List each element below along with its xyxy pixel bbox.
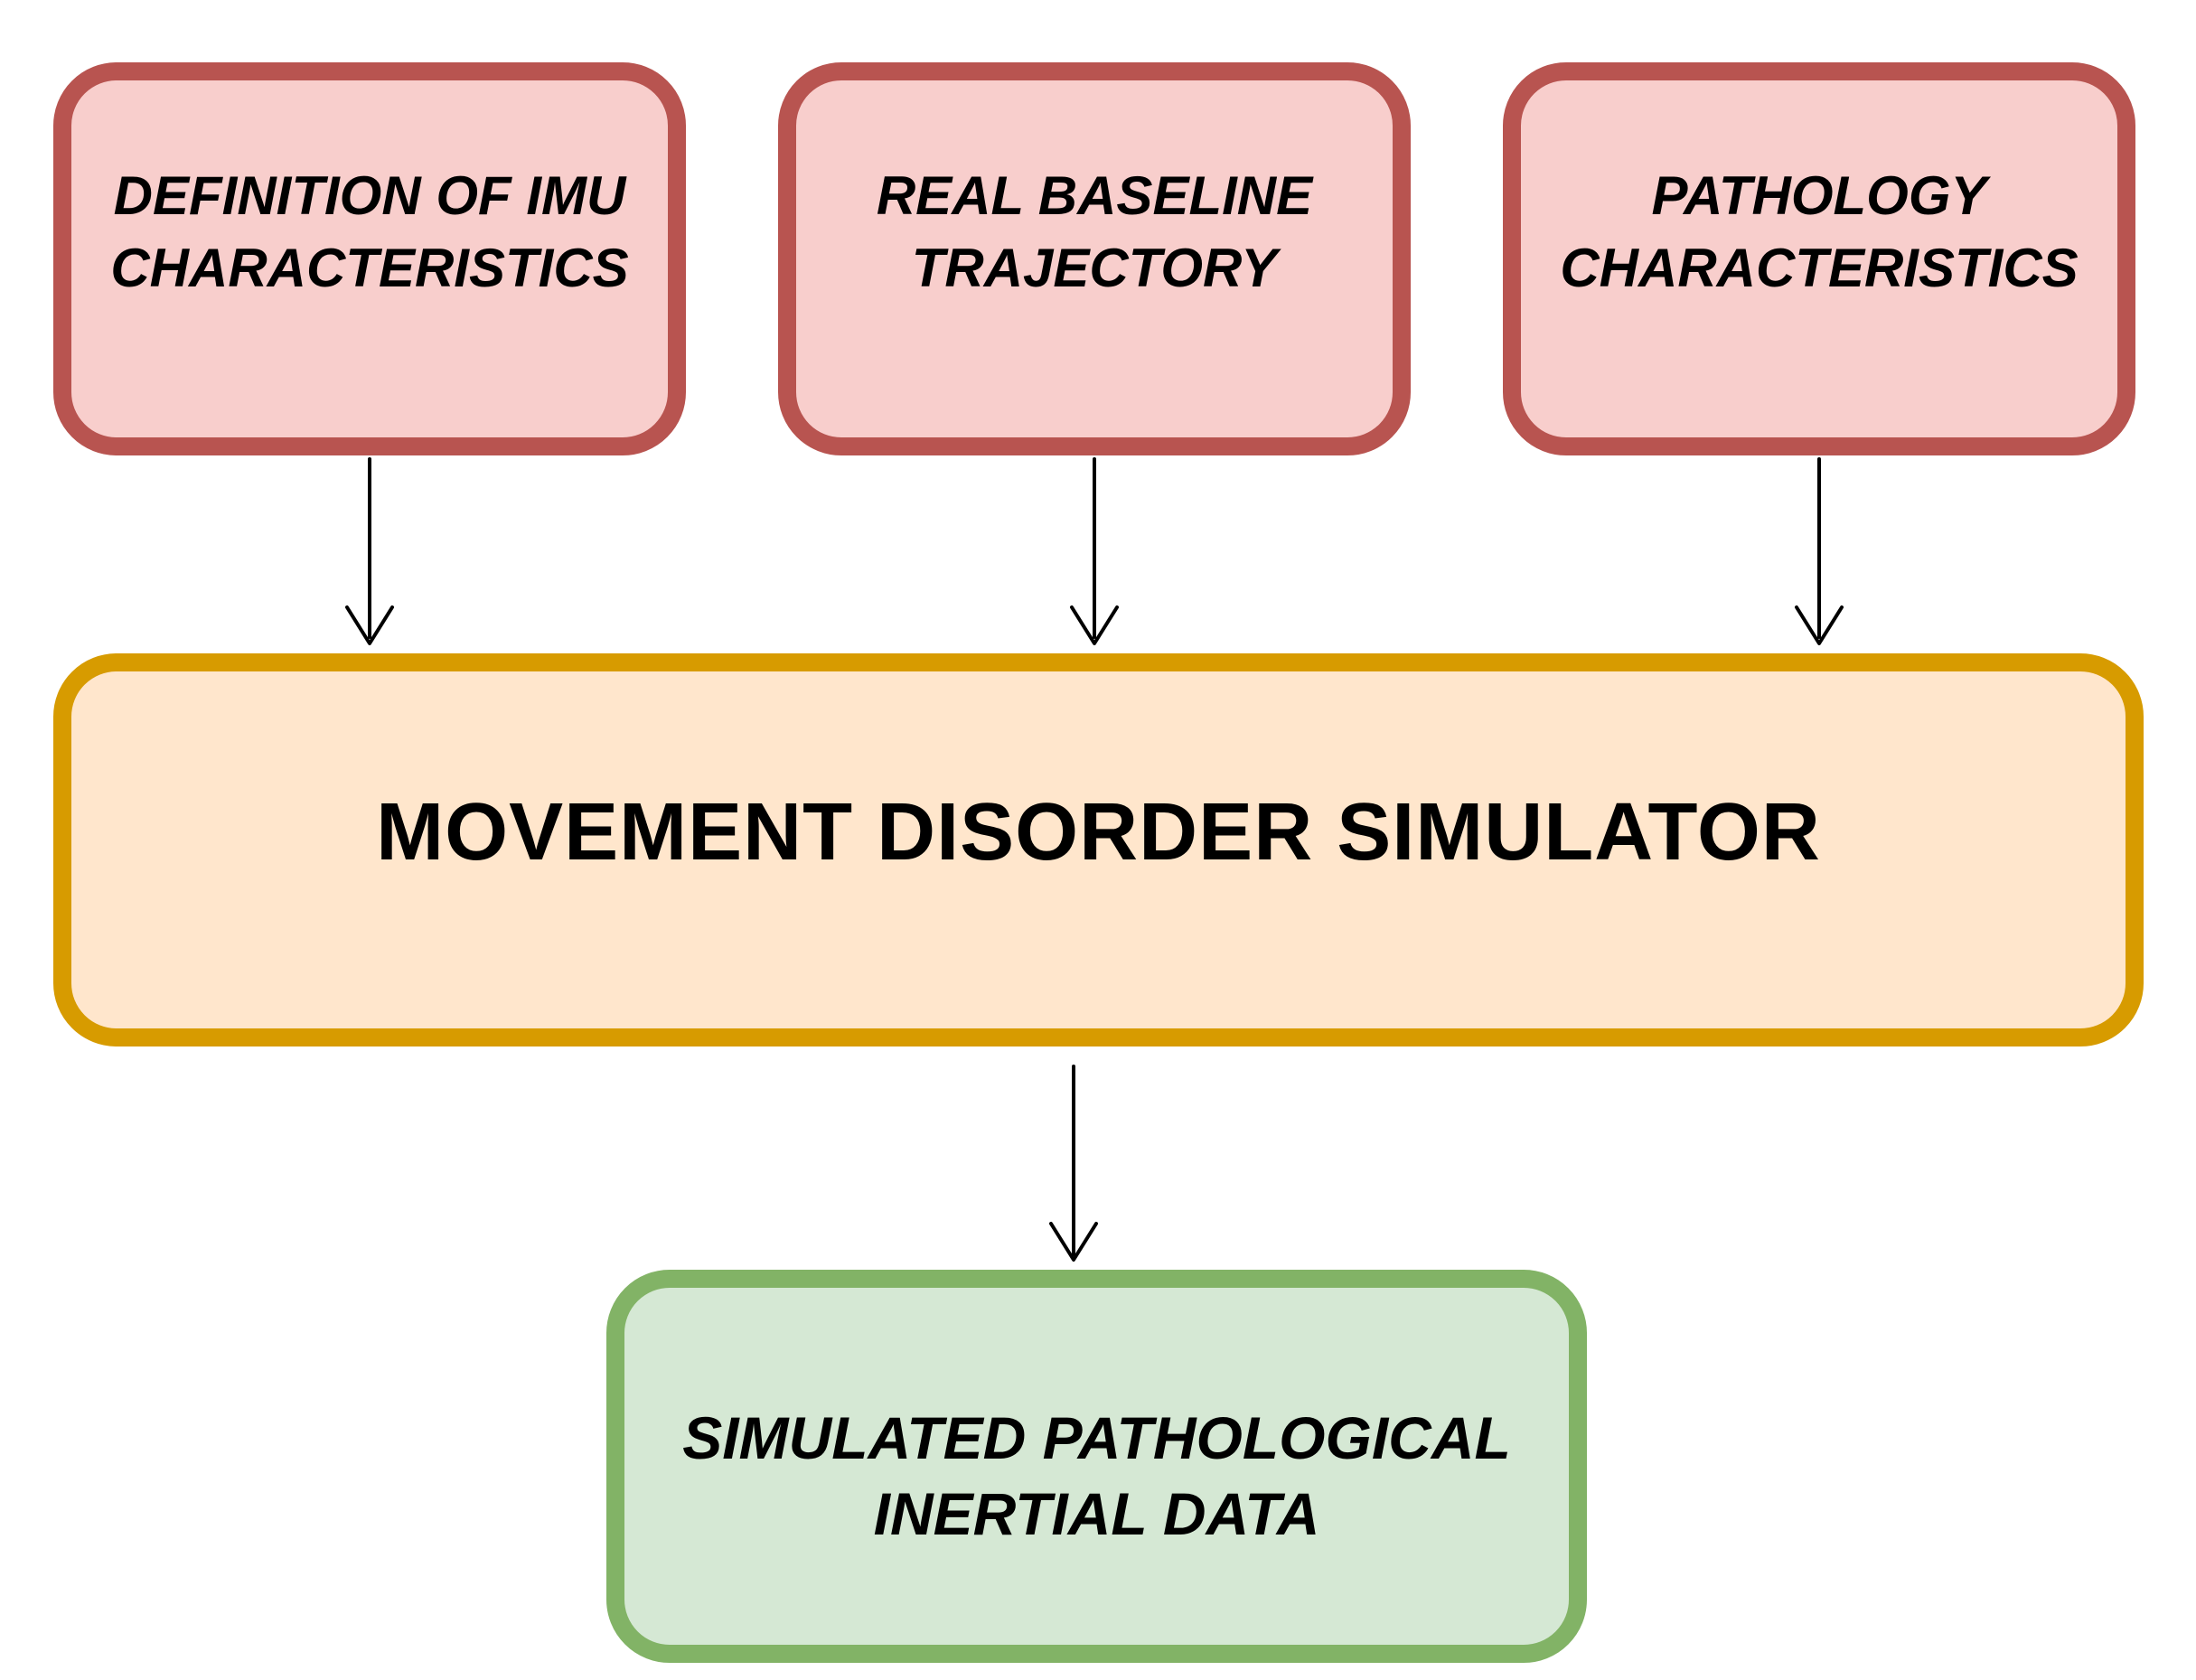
input-box-imu-characteristics: DEFINITION OF IMU CHARACTERISTICS xyxy=(53,62,686,455)
arrowhead-baseline-to-simulator xyxy=(1070,605,1119,645)
simulator-box: MOVEMENT DISORDER SIMULATOR xyxy=(53,653,2144,1046)
arrowhead-pathology-to-simulator xyxy=(1795,605,1844,645)
arrowhead-imu-to-simulator xyxy=(345,605,394,645)
simulator-label: MOVEMENT DISORDER SIMULATOR xyxy=(376,786,1821,878)
arrowhead-simulator-to-output xyxy=(1049,1222,1098,1262)
input-label-baseline-trajectory: REAL BASELINE TRAJECTORY xyxy=(876,164,1313,298)
input-box-baseline-trajectory: REAL BASELINE TRAJECTORY xyxy=(778,62,1411,455)
output-label: SIMULATED PATHOLOGICAL INERTIAL DATA xyxy=(682,1403,1511,1547)
input-label-imu-characteristics: DEFINITION OF IMU CHARACTERISTICS xyxy=(110,164,629,298)
output-box: SIMULATED PATHOLOGICAL INERTIAL DATA xyxy=(606,1270,1587,1663)
input-label-pathology-characteristics: PATHOLOGY CHARACTERISTICS xyxy=(1560,164,2079,298)
input-box-pathology-characteristics: PATHOLOGY CHARACTERISTICS xyxy=(1503,62,2135,455)
